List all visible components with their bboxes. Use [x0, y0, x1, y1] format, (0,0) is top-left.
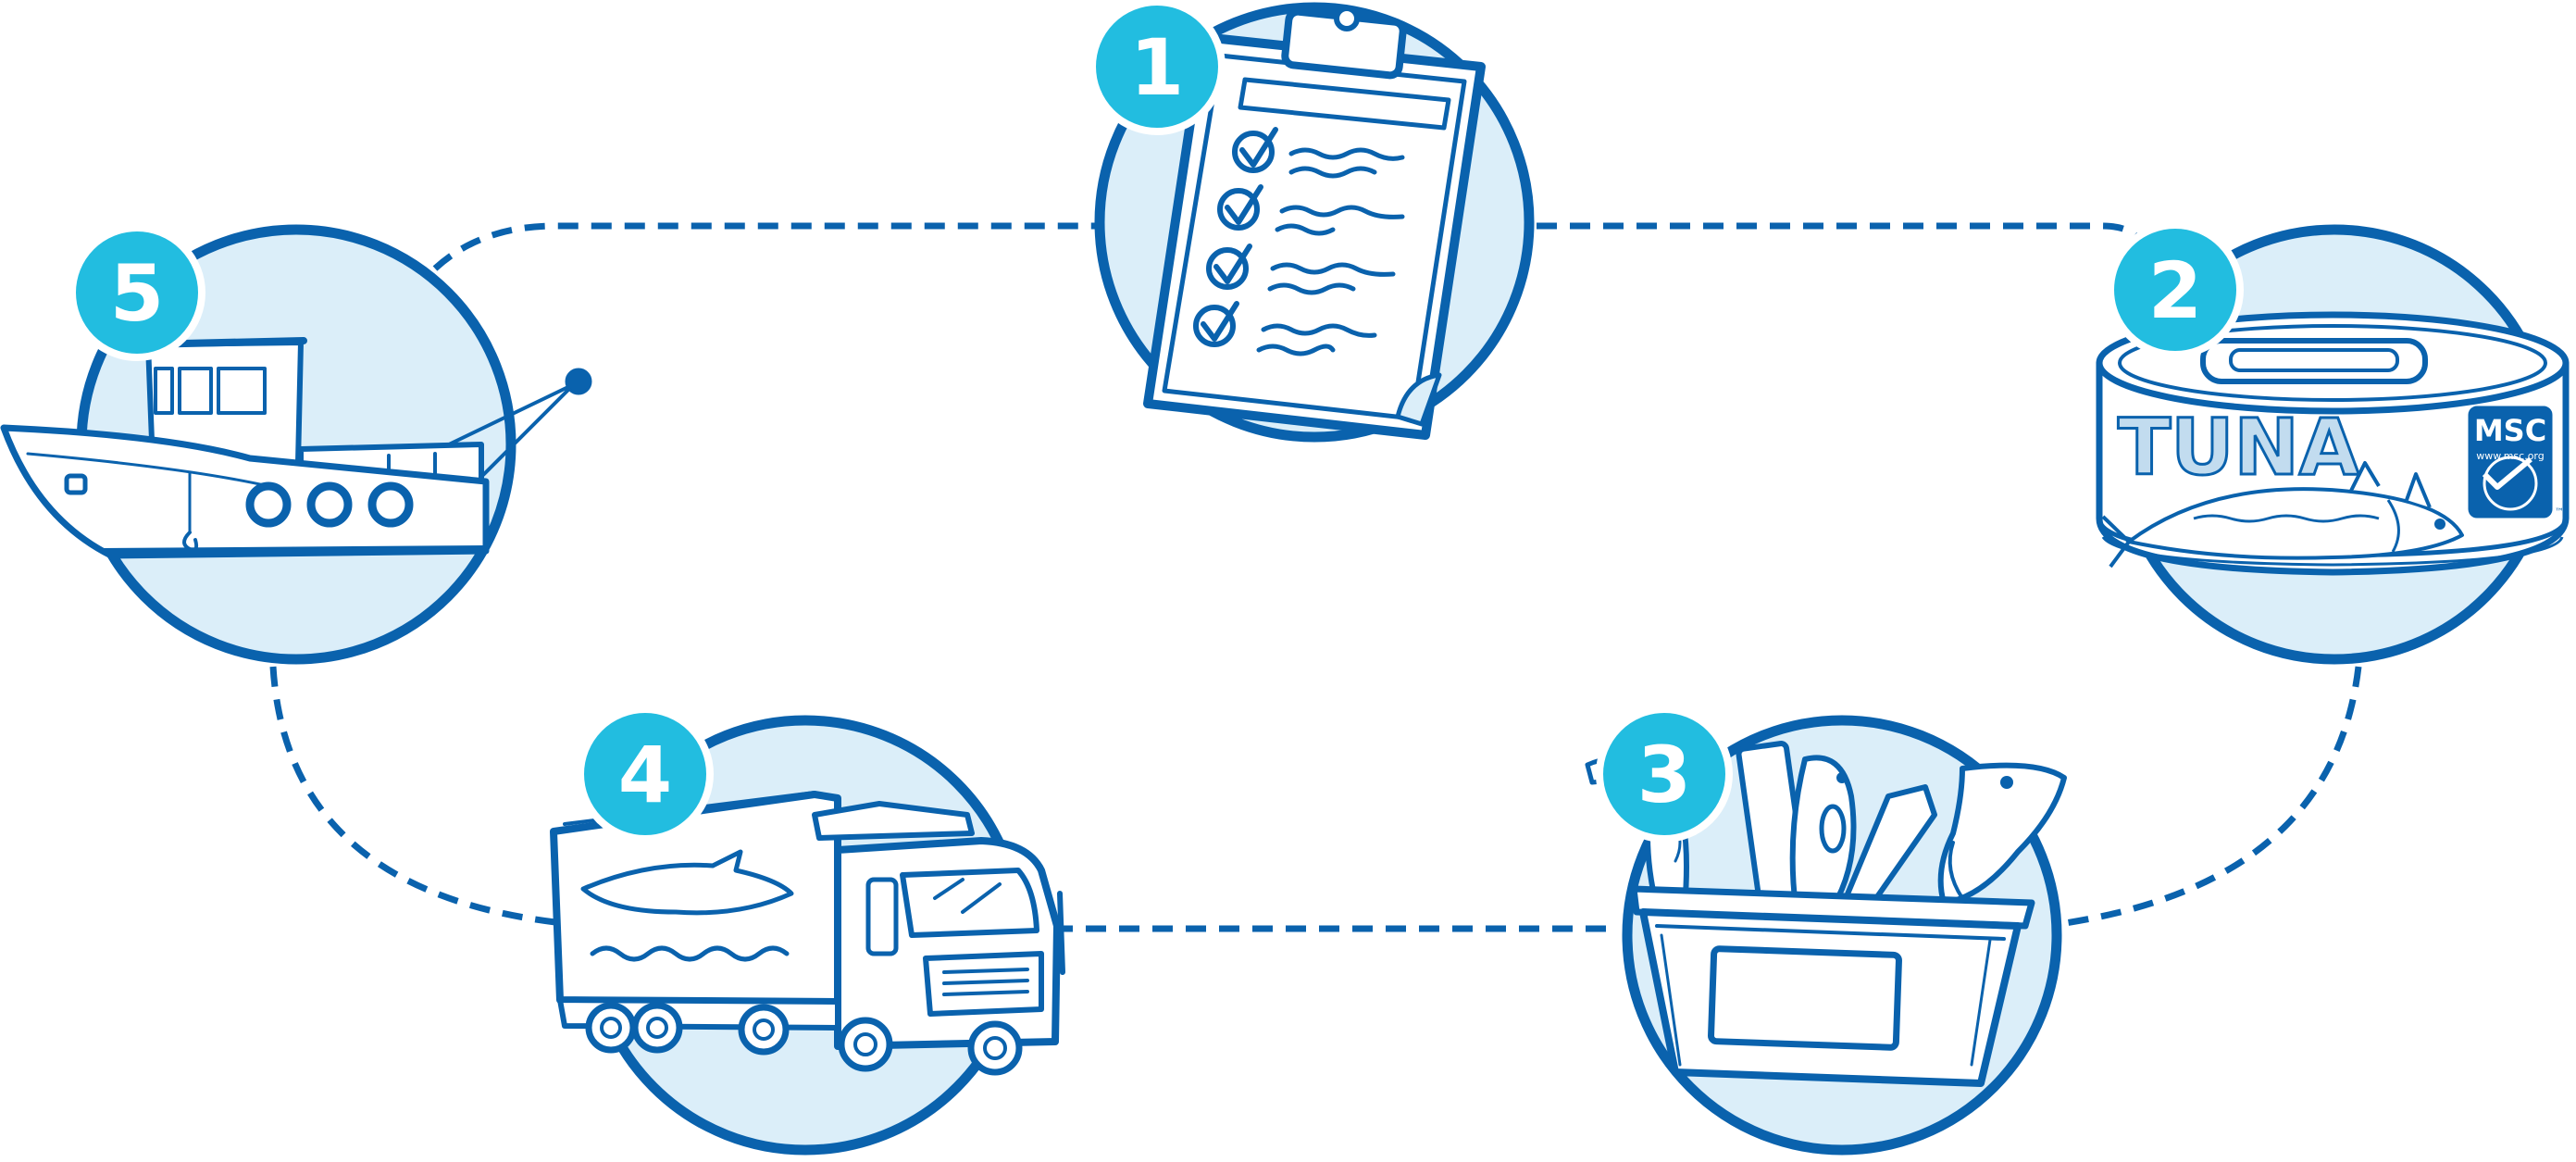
step-1-number: 1	[1130, 22, 1184, 113]
step-4-badge	[577, 706, 714, 843]
step-3: 3	[1585, 706, 2067, 1156]
step-2-badge	[2107, 221, 2244, 358]
connector-2-3	[2045, 666, 2362, 930]
connector-1-2	[1537, 222, 2141, 242]
connector-4-5	[269, 666, 556, 926]
delivery-truck-icon	[550, 791, 1065, 1076]
msc-badge-tm: ™	[2555, 507, 2564, 518]
step-2-number: 2	[2148, 245, 2202, 336]
step-5-number: 5	[110, 248, 164, 339]
clipboard-checklist-icon	[1143, 6, 1486, 440]
step-4: 4	[550, 706, 1065, 1156]
shopping-basket-icon	[1585, 741, 2067, 1087]
step-1: 1	[1089, 0, 1535, 443]
connector-5-1	[432, 222, 1101, 271]
step-4-number: 4	[618, 730, 672, 820]
msc-badge-url: www.msc.org	[2476, 450, 2545, 462]
step-2: TUNA MSC www.msc.org ™ 2	[2096, 221, 2570, 665]
msc-badge-text: MSC	[2474, 413, 2546, 448]
can-label: TUNA	[2118, 402, 2359, 493]
step-3-badge	[1596, 706, 1733, 843]
fishing-boat-icon	[0, 337, 592, 559]
step-5: 5	[0, 224, 592, 665]
step-3-number: 3	[1637, 730, 1691, 820]
step-1-badge	[1089, 0, 1226, 135]
step-5-badge	[68, 224, 205, 361]
